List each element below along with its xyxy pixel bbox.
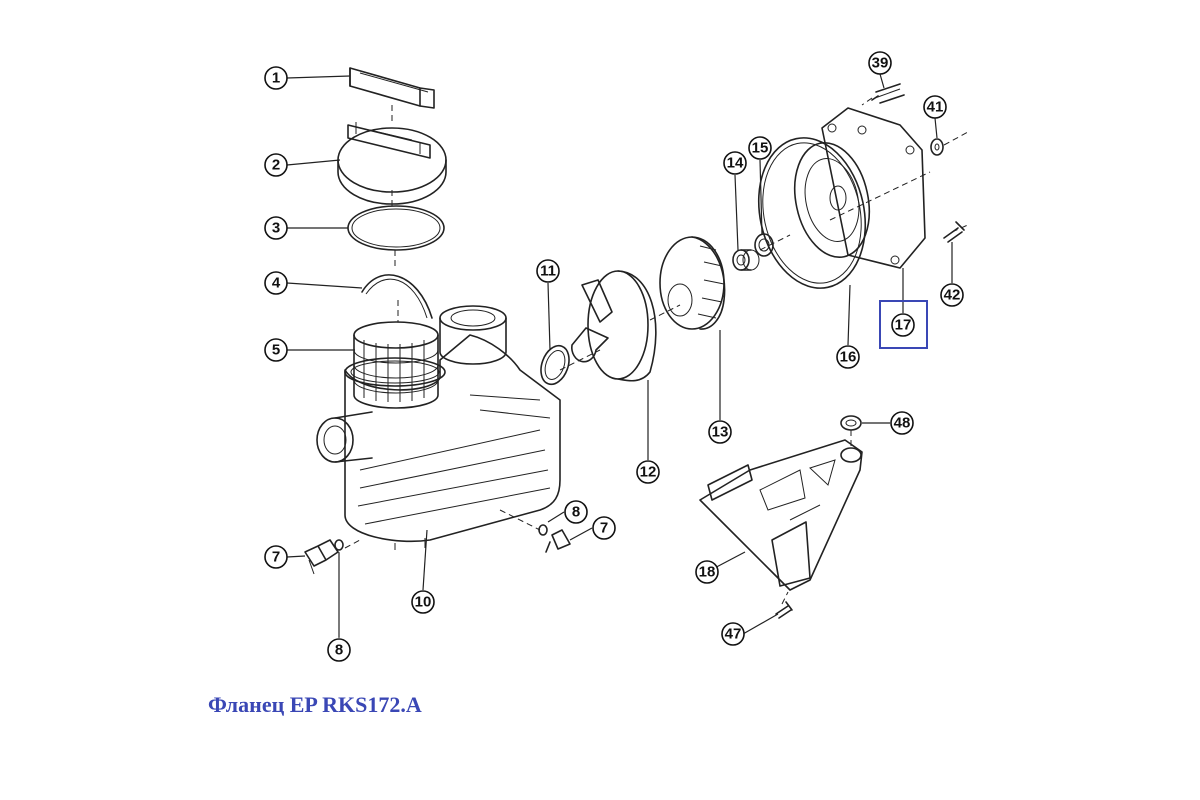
callout-2: 2 bbox=[264, 153, 288, 177]
callout-7-right: 7 bbox=[592, 516, 616, 540]
callout-48: 48 bbox=[890, 411, 914, 435]
callout-number: 7 bbox=[272, 549, 280, 566]
callout-39: 39 bbox=[868, 51, 892, 75]
callout-18: 18 bbox=[695, 560, 719, 584]
callout-10: 10 bbox=[411, 590, 435, 614]
callout-number: 2 bbox=[272, 157, 280, 174]
callout-number: 14 bbox=[727, 155, 744, 172]
assembly-axis-lines bbox=[338, 97, 971, 640]
callout-7-left: 7 bbox=[264, 545, 288, 569]
part-8b-o-ring bbox=[538, 524, 548, 536]
callout-16: 16 bbox=[836, 345, 860, 369]
callout-13: 13 bbox=[708, 420, 732, 444]
callout-number: 12 bbox=[640, 464, 657, 481]
callout-15: 15 bbox=[748, 136, 772, 160]
callout-8-right: 8 bbox=[564, 500, 588, 524]
callout-number: 48 bbox=[894, 415, 911, 432]
part-18-base-support bbox=[699, 439, 863, 591]
part-17-highlight-box bbox=[879, 300, 928, 349]
callout-number: 1 bbox=[272, 70, 280, 87]
callout-42: 42 bbox=[940, 283, 964, 307]
part-1-handle bbox=[349, 67, 435, 109]
callout-41: 41 bbox=[923, 95, 947, 119]
callout-12: 12 bbox=[636, 460, 660, 484]
callout-number: 18 bbox=[699, 564, 716, 581]
part-11-o-ring bbox=[540, 344, 570, 386]
part-47-screw bbox=[775, 601, 793, 619]
part-17-flange bbox=[793, 107, 926, 269]
part-12-diffuser bbox=[571, 270, 657, 382]
part-caption: Фланец EP RKS172.A bbox=[208, 692, 422, 717]
callout-number: 41 bbox=[927, 99, 944, 116]
callout-number: 17 bbox=[895, 317, 912, 334]
callout-number: 13 bbox=[712, 424, 729, 441]
callout-number: 16 bbox=[840, 349, 857, 366]
callout-8-left: 8 bbox=[327, 638, 351, 662]
callout-number: 11 bbox=[540, 263, 556, 280]
callout-number: 8 bbox=[572, 504, 580, 521]
part-42-bolt bbox=[943, 221, 965, 243]
callout-number: 5 bbox=[272, 342, 280, 359]
callout-47: 47 bbox=[721, 622, 745, 646]
part-3-o-ring bbox=[347, 205, 445, 251]
part-8a-o-ring bbox=[334, 539, 344, 551]
callout-5: 5 bbox=[264, 338, 288, 362]
callout-4: 4 bbox=[264, 271, 288, 295]
callout-14: 14 bbox=[723, 151, 747, 175]
callout-number: 3 bbox=[272, 220, 280, 237]
callout-number: 7 bbox=[600, 520, 608, 537]
callout-leaders bbox=[286, 73, 953, 637]
callout-1: 1 bbox=[264, 66, 288, 90]
part-41-washer bbox=[930, 138, 944, 156]
callout-3: 3 bbox=[264, 216, 288, 240]
part-13-impeller bbox=[659, 236, 726, 330]
callout-number: 42 bbox=[944, 287, 961, 304]
callout-17: 17 bbox=[891, 313, 915, 337]
part-7a-plug bbox=[304, 539, 339, 575]
part-48-washer bbox=[840, 415, 862, 431]
part-10-pump-housing bbox=[316, 305, 561, 550]
callout-number: 47 bbox=[725, 626, 742, 643]
part-39-bolt bbox=[871, 83, 905, 104]
callout-number: 8 bbox=[335, 642, 343, 659]
callout-number: 4 bbox=[272, 275, 281, 292]
part-5-basket bbox=[353, 321, 439, 409]
callout-number: 15 bbox=[752, 140, 769, 157]
part-7b-plug bbox=[545, 529, 571, 553]
callout-number: 10 bbox=[415, 594, 432, 611]
part-14-seal bbox=[732, 249, 760, 271]
part-4-clip bbox=[361, 274, 433, 319]
callout-11: 11 bbox=[536, 259, 560, 283]
callout-number: 39 bbox=[872, 55, 889, 72]
